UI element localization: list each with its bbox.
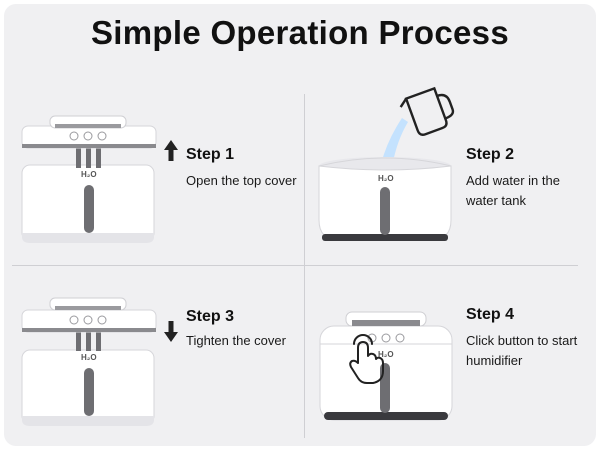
hand-tap-icon — [349, 334, 384, 384]
step-4-label-h2o: H₂O — [378, 350, 394, 359]
step-1-title: Step 1 — [186, 146, 235, 163]
step-1-label-h2o: H₂O — [81, 170, 97, 179]
step-3-desc: Tighten the cover — [186, 333, 286, 348]
step-3-label-h2o: H₂O — [81, 353, 97, 362]
step-2-desc: Add water in the water tank — [466, 173, 560, 208]
step-2-label-h2o: H₂O — [378, 174, 394, 183]
step-1-desc: Open the top cover — [186, 173, 297, 188]
pitcher-icon — [399, 86, 455, 136]
step-4-title: Step 4 — [466, 306, 515, 323]
vertical-divider — [304, 94, 305, 438]
page-title: Simple Operation Process — [90, 14, 509, 51]
step-3-title: Step 3 — [186, 308, 235, 325]
step-2-title: Step 2 — [466, 146, 515, 163]
step-4-desc: Click button to start humidifier — [466, 333, 578, 368]
horizontal-divider — [12, 265, 578, 266]
